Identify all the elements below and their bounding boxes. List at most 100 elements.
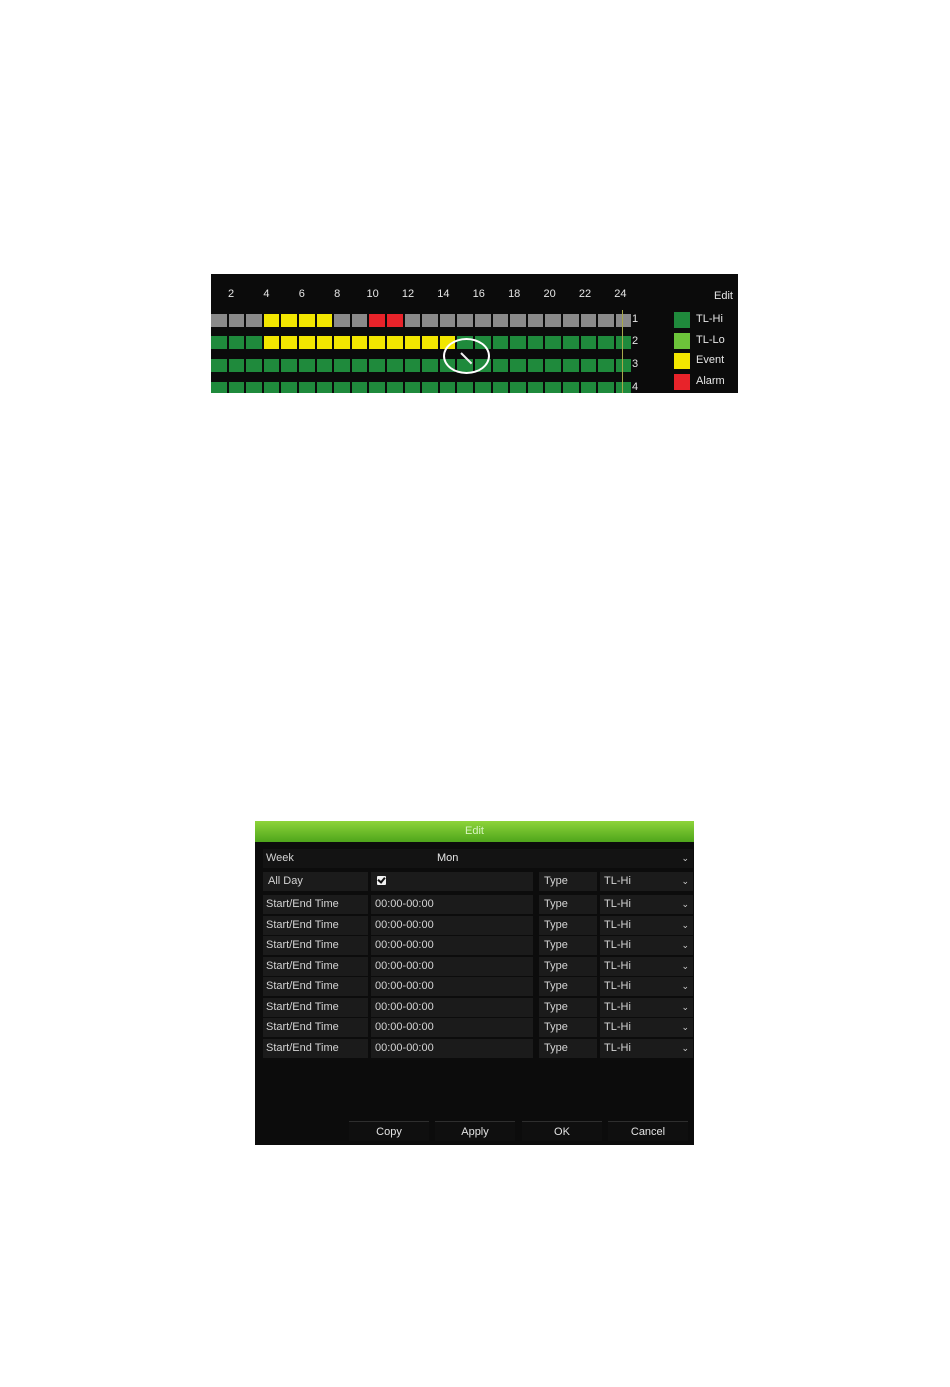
schedule-cell[interactable] [457,382,474,393]
schedule-cell[interactable] [527,382,545,393]
schedule-cell[interactable] [299,314,316,327]
schedule-cell[interactable] [404,336,422,349]
type-select[interactable]: TL-Hi⌄ [600,997,693,1017]
schedule-cell[interactable] [422,359,439,372]
schedule-cell[interactable] [316,314,334,327]
schedule-cell[interactable] [563,359,580,372]
schedule-cell[interactable] [316,359,334,372]
schedule-cell[interactable] [211,382,228,393]
schedule-cell[interactable] [369,314,386,327]
schedule-cell[interactable] [439,314,457,327]
copy-button[interactable]: Copy [349,1121,429,1141]
schedule-cell[interactable] [281,382,298,393]
ok-button[interactable]: OK [522,1121,602,1141]
schedule-cell[interactable] [351,359,369,372]
schedule-cell[interactable] [510,359,527,372]
schedule-cell[interactable] [228,359,246,372]
schedule-cell[interactable] [334,382,351,393]
schedule-row[interactable] [211,336,633,349]
schedule-cell[interactable] [475,314,492,327]
type-select[interactable]: TL-Hi⌄ [600,956,693,976]
schedule-cell[interactable] [246,336,263,349]
schedule-cell[interactable] [615,359,633,372]
schedule-cell[interactable] [439,382,457,393]
schedule-cell[interactable] [615,336,633,349]
start-end-time-input[interactable]: 00:00-00:00 [371,915,533,935]
schedule-cell[interactable] [457,314,474,327]
schedule-cell[interactable] [387,359,404,372]
start-end-time-input[interactable]: 00:00-00:00 [371,977,533,996]
schedule-cell[interactable] [422,314,439,327]
schedule-row[interactable] [211,314,633,327]
start-end-time-input[interactable]: 00:00-00:00 [371,956,533,976]
schedule-cell[interactable] [387,314,404,327]
schedule-cell[interactable] [299,382,316,393]
schedule-cell[interactable] [510,314,527,327]
schedule-cell[interactable] [263,314,281,327]
schedule-cell[interactable] [263,336,281,349]
schedule-cell[interactable] [228,314,246,327]
schedule-cell[interactable] [404,382,422,393]
schedule-cell[interactable] [492,336,510,349]
schedule-cell[interactable] [263,359,281,372]
schedule-cell[interactable] [510,336,527,349]
schedule-cell[interactable] [351,314,369,327]
schedule-cell[interactable] [228,382,246,393]
schedule-cell[interactable] [545,382,562,393]
all-day-type-select[interactable]: TL-Hi ⌄ [600,872,693,891]
schedule-cell[interactable] [299,336,316,349]
type-select[interactable]: TL-Hi⌄ [600,895,693,914]
schedule-cell[interactable] [510,382,527,393]
schedule-cell[interactable] [563,382,580,393]
schedule-cell[interactable] [545,314,562,327]
schedule-cell[interactable] [334,359,351,372]
type-select[interactable]: TL-Hi⌄ [600,977,693,996]
schedule-cell[interactable] [598,336,615,349]
schedule-cell[interactable] [211,336,228,349]
schedule-cell[interactable] [598,382,615,393]
type-select[interactable]: TL-Hi⌄ [600,936,693,955]
schedule-cell[interactable] [404,359,422,372]
schedule-cell[interactable] [527,359,545,372]
schedule-cell[interactable] [351,336,369,349]
schedule-cell[interactable] [580,359,598,372]
schedule-row[interactable] [211,382,633,393]
schedule-cell[interactable] [281,359,298,372]
schedule-cell[interactable] [475,382,492,393]
schedule-cell[interactable] [211,359,228,372]
schedule-cell[interactable] [545,336,562,349]
schedule-cell[interactable] [492,314,510,327]
edit-link[interactable]: Edit [714,290,733,302]
schedule-cell[interactable] [316,336,334,349]
type-select[interactable]: TL-Hi⌄ [600,915,693,935]
schedule-cell[interactable] [527,336,545,349]
schedule-cell[interactable] [492,382,510,393]
week-select[interactable]: Week Mon ⌄ [263,849,693,868]
schedule-cell[interactable] [580,336,598,349]
schedule-cell[interactable] [387,382,404,393]
schedule-cell[interactable] [369,359,386,372]
schedule-cell[interactable] [369,336,386,349]
schedule-cell[interactable] [246,382,263,393]
schedule-cell[interactable] [563,336,580,349]
schedule-row[interactable] [211,359,633,372]
all-day-checkbox-cell[interactable] [371,872,533,891]
schedule-cell[interactable] [404,314,422,327]
schedule-cell[interactable] [422,336,439,349]
apply-button[interactable]: Apply [435,1121,515,1141]
schedule-cell[interactable] [334,336,351,349]
schedule-cell[interactable] [598,359,615,372]
schedule-cell[interactable] [369,382,386,393]
schedule-cell[interactable] [334,314,351,327]
start-end-time-input[interactable]: 00:00-00:00 [371,936,533,955]
schedule-cell[interactable] [615,314,633,327]
schedule-cell[interactable] [598,314,615,327]
schedule-cell[interactable] [246,359,263,372]
schedule-cell[interactable] [211,314,228,327]
schedule-cell[interactable] [246,314,263,327]
all-day-checkbox[interactable] [377,876,386,885]
schedule-cell[interactable] [281,314,298,327]
schedule-cell[interactable] [316,382,334,393]
cancel-button[interactable]: Cancel [608,1121,688,1141]
schedule-cell[interactable] [299,359,316,372]
